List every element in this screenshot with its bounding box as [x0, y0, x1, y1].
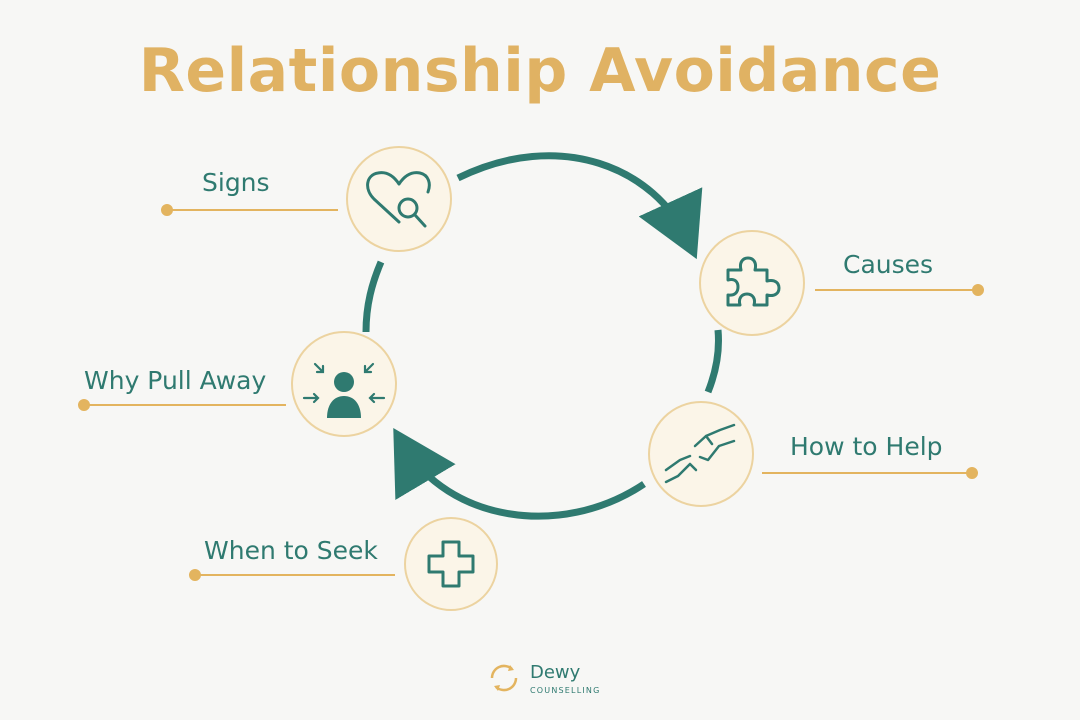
- helping-hands-icon: [664, 423, 736, 484]
- node-how-to-help: [648, 401, 754, 507]
- arrow-help-to-pullaway: [393, 427, 646, 520]
- help-leader-line: [762, 467, 978, 479]
- brand-subtitle: COUNSELLING: [530, 686, 601, 695]
- person-inward-arrows-icon: [302, 362, 386, 418]
- dewy-cycle-icon: [490, 664, 518, 692]
- label-signs: Signs: [202, 168, 270, 197]
- brand-name: Dewy: [530, 662, 581, 683]
- node-signs: [346, 146, 452, 252]
- node-causes: [699, 230, 805, 336]
- label-when-to-seek: When to Seek: [204, 536, 378, 565]
- causes-leader-line: [815, 284, 984, 296]
- label-how-to-help: How to Help: [790, 432, 943, 461]
- signs-leader-line: [161, 204, 338, 216]
- puzzle-piece-icon: [726, 256, 781, 307]
- arc-causes-to-help: [704, 329, 722, 394]
- node-when-to-seek: [404, 517, 498, 611]
- seek-leader-line: [189, 569, 395, 581]
- label-causes: Causes: [843, 250, 934, 279]
- label-why-pull-away: Why Pull Away: [84, 366, 267, 395]
- page-title: Relationship Avoidance: [138, 36, 942, 106]
- node-why-pull-away: [291, 331, 397, 437]
- medical-cross-icon: [427, 540, 475, 588]
- cycle-arrows: [362, 152, 722, 520]
- arrow-signs-to-causes: [456, 152, 703, 260]
- pullaway-leader-line: [78, 399, 286, 411]
- heart-search-icon: [366, 171, 431, 228]
- arc-pullaway-to-signs: [362, 260, 385, 333]
- brand-logo: Dewy COUNSELLING: [486, 660, 606, 700]
